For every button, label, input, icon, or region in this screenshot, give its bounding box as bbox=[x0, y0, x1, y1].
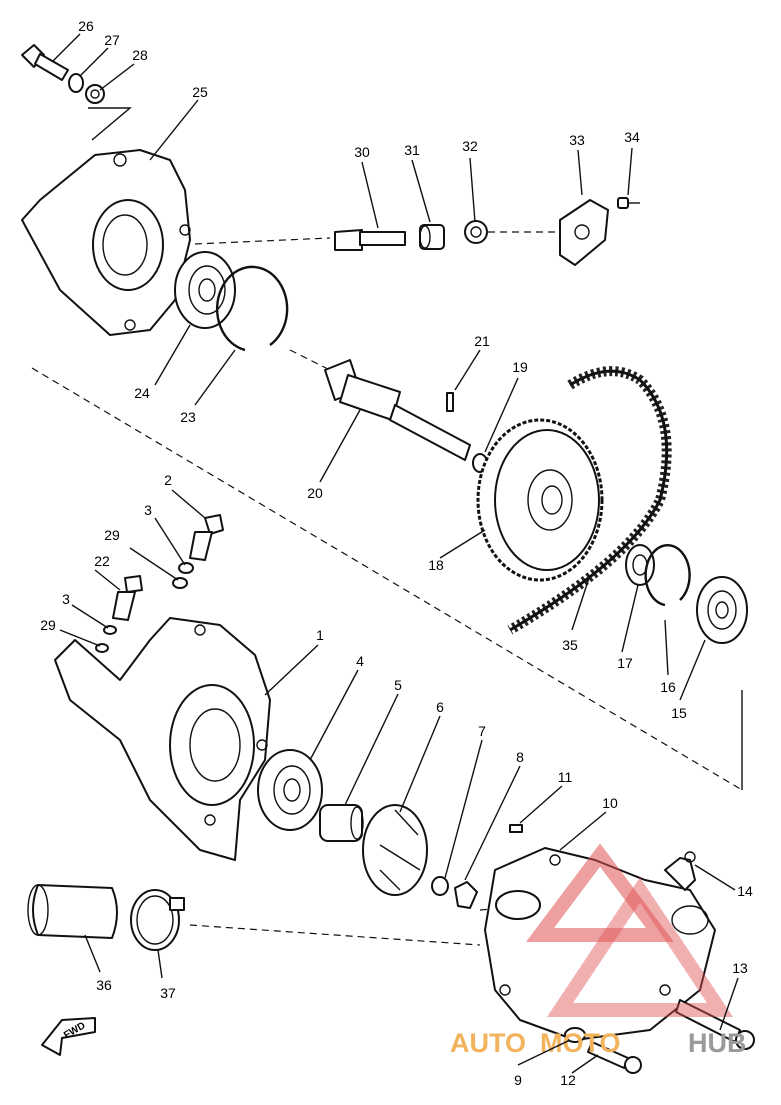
nut-8 bbox=[454, 881, 478, 909]
callout-22: 22 bbox=[94, 553, 110, 569]
watermark-text-moto: MOTO bbox=[540, 1028, 621, 1058]
callout-26: 26 bbox=[78, 18, 94, 34]
callout-13: 13 bbox=[732, 960, 748, 976]
bearing-4 bbox=[257, 749, 323, 831]
bolt-2 bbox=[189, 514, 224, 561]
callout-12: 12 bbox=[560, 1072, 576, 1088]
leader-lines bbox=[51, 33, 739, 1074]
watermark-text: AUTO MOTO HUB bbox=[450, 1028, 747, 1058]
callout-20: 20 bbox=[307, 485, 323, 501]
gear-cover-25 bbox=[21, 149, 191, 336]
watermark-text-auto: AUTO bbox=[450, 1028, 526, 1058]
bearing-15 bbox=[696, 576, 748, 644]
pump-housing-1 bbox=[54, 617, 271, 861]
bolt-13 bbox=[675, 999, 755, 1050]
forward-direction-arrow: FWD bbox=[41, 1017, 96, 1056]
callout-19: 19 bbox=[512, 359, 528, 375]
callout-29-upper: 29 bbox=[104, 527, 120, 543]
watermark-text-hub: HUB bbox=[688, 1028, 747, 1058]
callout-35: 35 bbox=[562, 637, 578, 653]
impeller-6 bbox=[362, 804, 428, 896]
collar-5 bbox=[319, 804, 364, 842]
watermark-logo bbox=[526, 843, 734, 1017]
circlip-23 bbox=[215, 265, 289, 352]
screw-34 bbox=[617, 197, 640, 209]
callout-15: 15 bbox=[671, 705, 687, 721]
screw-12 bbox=[587, 1041, 642, 1074]
callout-labels: 1 2 3 3 4 5 6 7 8 9 10 11 12 13 14 15 16… bbox=[40, 18, 753, 1088]
callout-31: 31 bbox=[404, 142, 420, 158]
callout-21: 21 bbox=[474, 333, 490, 349]
callout-2: 2 bbox=[164, 472, 172, 488]
hose-clamp-37 bbox=[130, 889, 185, 951]
callout-10: 10 bbox=[602, 795, 618, 811]
callout-5: 5 bbox=[394, 677, 402, 693]
callout-6: 6 bbox=[436, 699, 444, 715]
washer-7 bbox=[431, 876, 449, 896]
guide-line-hose bbox=[189, 924, 481, 946]
bolt-guide bbox=[88, 107, 132, 141]
callout-4: 4 bbox=[356, 653, 364, 669]
hose-36 bbox=[27, 884, 118, 939]
callout-16: 16 bbox=[660, 679, 676, 695]
drive-gear-shaft-30 bbox=[334, 229, 406, 251]
callout-27: 27 bbox=[104, 32, 120, 48]
callout-9: 9 bbox=[514, 1072, 522, 1088]
washer-3-upper bbox=[178, 562, 194, 574]
callout-14: 14 bbox=[737, 883, 753, 899]
callout-7: 7 bbox=[478, 723, 486, 739]
callout-8: 8 bbox=[516, 749, 524, 765]
lock-washer-27 bbox=[68, 73, 84, 93]
callout-29-lower: 29 bbox=[40, 617, 56, 633]
callout-18: 18 bbox=[428, 557, 444, 573]
circlip-16 bbox=[644, 544, 691, 607]
callout-3-upper: 3 bbox=[144, 502, 152, 518]
callout-36: 36 bbox=[96, 977, 112, 993]
callout-37: 37 bbox=[160, 985, 176, 1001]
callout-3-lower: 3 bbox=[62, 591, 70, 607]
callout-28: 28 bbox=[132, 47, 148, 63]
washer-29-upper bbox=[172, 577, 188, 589]
callout-25: 25 bbox=[192, 84, 208, 100]
elbow-fitting-14 bbox=[664, 851, 696, 891]
bolt-22 bbox=[112, 575, 143, 621]
callout-23: 23 bbox=[180, 409, 196, 425]
oil-seal-32 bbox=[464, 220, 488, 244]
bearing-24 bbox=[174, 251, 236, 329]
callout-30: 30 bbox=[354, 144, 370, 160]
dowel-pin-11 bbox=[509, 824, 523, 833]
callout-1: 1 bbox=[316, 627, 324, 643]
callout-34: 34 bbox=[624, 129, 640, 145]
guide-line-shaft bbox=[194, 237, 331, 245]
callout-32: 32 bbox=[462, 138, 478, 154]
drive-belt-35 bbox=[507, 366, 672, 635]
bolt-26 bbox=[21, 44, 69, 81]
dowel-pin-21 bbox=[446, 392, 454, 412]
cover-plate-33 bbox=[559, 199, 609, 266]
circlip-17 bbox=[625, 544, 655, 586]
driven-gear-18 bbox=[476, 418, 604, 582]
callout-17: 17 bbox=[617, 655, 633, 671]
callout-11: 11 bbox=[558, 769, 573, 785]
washer-28 bbox=[85, 84, 105, 104]
callout-24: 24 bbox=[134, 385, 150, 401]
section-divider bbox=[31, 367, 743, 791]
gasket-9 bbox=[564, 1027, 586, 1043]
bushing-31 bbox=[419, 224, 445, 250]
callout-33: 33 bbox=[569, 132, 585, 148]
impeller-shaft-20 bbox=[324, 359, 471, 461]
guide-line-gear bbox=[289, 349, 331, 371]
